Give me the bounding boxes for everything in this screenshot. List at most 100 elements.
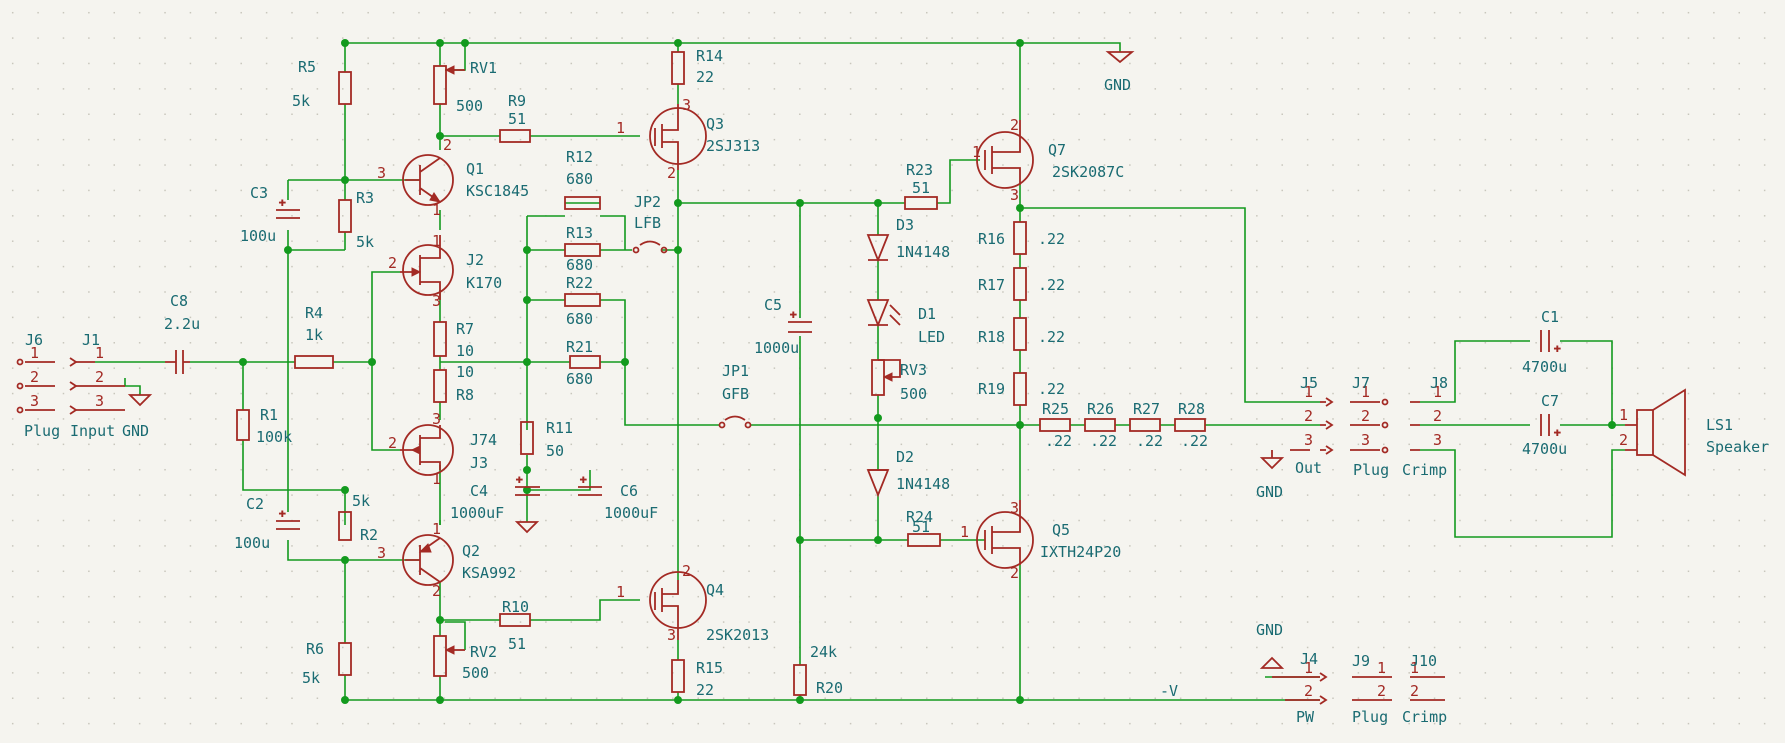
label-R23-value: 51: [912, 179, 930, 197]
label-R21: R21: [566, 338, 593, 356]
wires: [95, 42, 1625, 701]
svg-text:1: 1: [972, 143, 981, 161]
label-Q4: Q4: [706, 581, 724, 599]
svg-text:1: 1: [432, 232, 441, 250]
svg-text:2: 2: [432, 582, 441, 600]
svg-text:3: 3: [30, 392, 39, 410]
svg-text:2: 2: [1304, 407, 1313, 425]
q5-mosfet: [976, 500, 1034, 569]
label-R14-value: 22: [696, 68, 714, 86]
svg-text:3: 3: [667, 626, 676, 644]
svg-text:3: 3: [377, 164, 386, 182]
label-J8-value: Crimp: [1402, 461, 1447, 479]
label-D3-value: 1N4148: [896, 243, 950, 261]
label-Q1: Q1: [466, 160, 484, 178]
capacitors: [165, 209, 1550, 530]
label-R12-value: 680: [566, 170, 593, 188]
label-R22: R22: [566, 274, 593, 292]
label-R17: R17: [978, 276, 1005, 294]
svg-text:3: 3: [1010, 499, 1019, 517]
svg-text:2: 2: [1304, 682, 1313, 700]
svg-text:+: +: [516, 473, 523, 486]
label-C7: C7: [1541, 392, 1559, 410]
label-J2: J2: [466, 251, 484, 269]
label-J8: J8: [1430, 374, 1448, 392]
label-C4: C4: [470, 482, 488, 500]
label-R7: R7: [456, 320, 474, 338]
label-R4: R4: [305, 304, 323, 322]
label-R26: R26: [1087, 400, 1114, 418]
svg-text:3: 3: [1010, 186, 1019, 204]
label-J1: J1: [82, 331, 100, 349]
label-J74: J74: [470, 431, 497, 449]
label-R17-value: .22: [1038, 276, 1065, 294]
label-D2-value: 1N4148: [896, 475, 950, 493]
svg-text:2: 2: [30, 368, 39, 386]
label-JP2: JP2: [634, 193, 661, 211]
svg-text:2: 2: [388, 254, 397, 272]
label-R7-value: 10: [456, 342, 474, 360]
label-Q2-value: KSA992: [462, 564, 516, 582]
label-J6: J6: [25, 331, 43, 349]
label-D2: D2: [896, 448, 914, 466]
label-Q2: Q2: [462, 542, 480, 560]
label-C8-value: 2.2u: [164, 315, 200, 333]
label-RV3: RV3: [900, 361, 927, 379]
svg-text:2: 2: [443, 136, 452, 154]
label-LS1: LS1: [1706, 416, 1733, 434]
label-R21-value: 680: [566, 370, 593, 388]
label-gnd-pw: GND: [1256, 621, 1283, 639]
svg-text:3: 3: [377, 544, 386, 562]
label-R28: R28: [1178, 400, 1205, 418]
svg-text:1: 1: [432, 520, 441, 538]
label-R23: R23: [906, 161, 933, 179]
label-RV2: RV2: [470, 643, 497, 661]
svg-text:1: 1: [95, 344, 104, 362]
svg-text:3: 3: [1433, 431, 1442, 449]
label-C5: C5: [764, 296, 782, 314]
svg-text:2: 2: [1619, 431, 1628, 449]
label-J5: J5: [1300, 374, 1318, 392]
svg-text:1: 1: [1433, 383, 1442, 401]
label-R27: R27: [1133, 400, 1160, 418]
label-J7: J7: [1352, 374, 1370, 392]
cap-polarity: + + + + + + +: [279, 196, 1562, 521]
label-R16-value: .22: [1038, 230, 1065, 248]
label-Q3-value: 2SJ313: [706, 137, 760, 155]
label-R12: R12: [566, 148, 593, 166]
label-C1: C1: [1541, 308, 1559, 326]
label-R28-value: .22: [1181, 432, 1208, 450]
label-R6-value: 5k: [302, 669, 320, 687]
label-RV2-value: 500: [462, 664, 489, 682]
svg-text:+: +: [790, 308, 797, 321]
label-gnd-top: GND: [1104, 76, 1131, 94]
svg-text:+: +: [279, 507, 286, 520]
label-R19: R19: [978, 380, 1005, 398]
speaker: [1625, 388, 1686, 477]
label-R14: R14: [696, 47, 723, 65]
input-connectors: [16, 357, 125, 415]
svg-text:2: 2: [388, 434, 397, 452]
label-J3: J3: [470, 454, 488, 472]
pot-wiper-lines: [454, 69, 901, 651]
label-R20: R20: [816, 679, 843, 697]
svg-text:1: 1: [1619, 406, 1628, 424]
q1-transistor: [402, 154, 454, 206]
label-RV3-value: 500: [900, 385, 927, 403]
svg-text:1: 1: [616, 119, 625, 137]
label-R9: R9: [508, 92, 526, 110]
svg-text:2: 2: [1410, 682, 1419, 700]
ground-symbols: [127, 51, 1285, 669]
label-R24-value: 51: [912, 518, 930, 536]
label-R16: R16: [978, 230, 1005, 248]
diodes: [866, 234, 901, 498]
label-R22-value: 680: [566, 310, 593, 328]
svg-text:3: 3: [682, 96, 691, 114]
junction-dots: [239, 39, 1616, 704]
svg-text:2: 2: [1377, 682, 1386, 700]
label-C4-value: 1000uF: [450, 504, 504, 522]
svg-text:+: +: [279, 196, 286, 209]
label-R5: R5: [298, 58, 316, 76]
q3-mosfet: [649, 104, 707, 170]
